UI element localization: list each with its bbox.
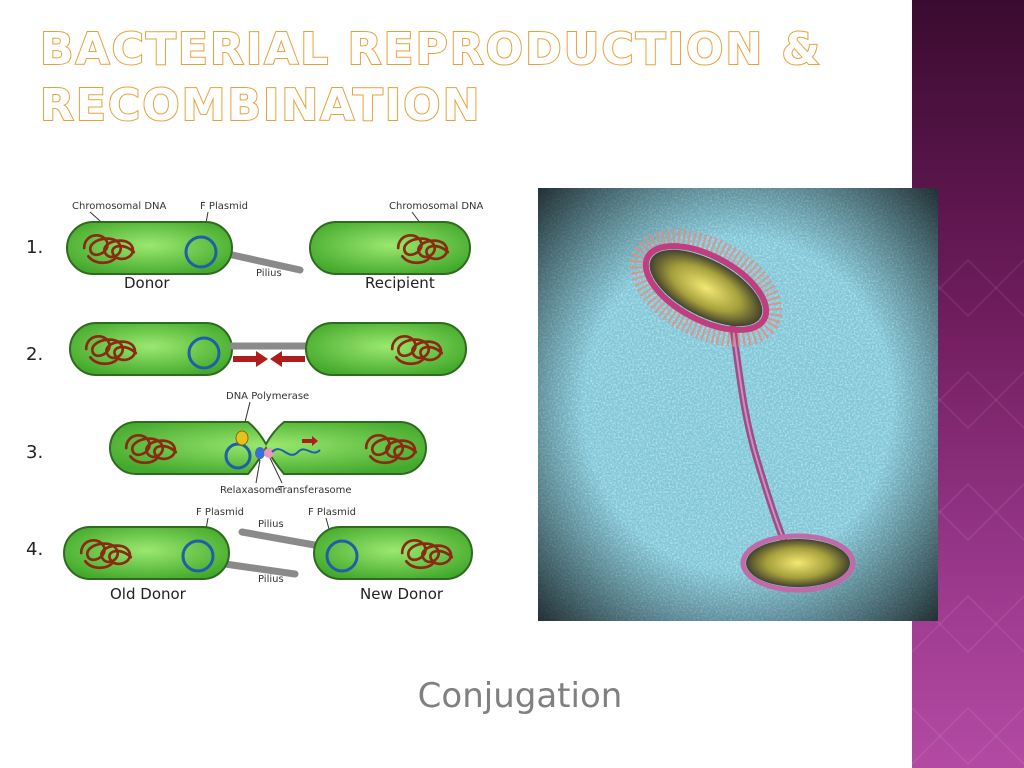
title-line-1: Bacterial Reproduction & (39, 23, 822, 76)
transferasome-icon (264, 448, 274, 458)
label-pilius-4b: Pilius (258, 574, 284, 585)
arrow-right-2 (233, 351, 268, 367)
label-f-plasmid-1: F Plasmid (200, 201, 248, 212)
f-plasmid-3 (224, 442, 252, 470)
title-line-2: Recombination (39, 79, 482, 132)
label-pilius-1: Pilius (256, 268, 282, 279)
step-number-4: 4. (26, 539, 43, 560)
pilus-1 (224, 250, 304, 274)
recipient-cell-2 (305, 322, 467, 376)
f-plasmid-new-donor (325, 539, 359, 573)
conjugation-diagram: 1. Chromosomal DNA F Plasmid Chromosomal… (26, 201, 484, 603)
label-transferasome: Transferasome (277, 485, 352, 496)
transferred-strand (271, 448, 321, 456)
caption: Conjugation (417, 676, 623, 716)
pilus-4a (238, 528, 324, 550)
step-number-2: 2. (26, 344, 43, 365)
slide-title: Bacterial Reproduction & Recombination (39, 22, 900, 134)
label-donor: Donor (124, 274, 170, 292)
pilus-bridge (729, 324, 792, 554)
pilus-4b (221, 560, 299, 578)
f-plasmid-2 (187, 336, 221, 370)
label-relaxasome: Relaxasome (220, 485, 281, 496)
recipient-cell-1 (309, 221, 471, 275)
step-number-1: 1. (26, 237, 43, 258)
recipient-bacterium (740, 533, 856, 593)
label-chromosomal-dna-recipient: Chromosomal DNA (389, 201, 484, 212)
conjugation-micrograph (538, 188, 938, 621)
label-f-plasmid-old-donor: F Plasmid (196, 507, 244, 518)
label-new-donor: New Donor (360, 585, 444, 603)
f-plasmid-old-donor (181, 539, 215, 573)
label-old-donor: Old Donor (110, 585, 187, 603)
step-number-3: 3. (26, 442, 43, 463)
mating-pair-cell (109, 421, 427, 475)
dna-polymerase-icon (235, 430, 249, 446)
label-pilius-4a: Pilius (258, 519, 284, 530)
transfer-arrow-icon (302, 436, 318, 446)
arrow-left-2 (270, 351, 305, 367)
label-dna-polymerase: DNA Polymerase (226, 391, 309, 402)
label-recipient: Recipient (365, 274, 435, 292)
label-f-plasmid-new-donor: F Plasmid (308, 507, 356, 518)
relaxasome-icon (255, 447, 265, 459)
label-chromosomal-dna-donor: Chromosomal DNA (72, 201, 167, 212)
donor-bacterium (629, 229, 783, 347)
f-plasmid-1 (184, 235, 218, 269)
